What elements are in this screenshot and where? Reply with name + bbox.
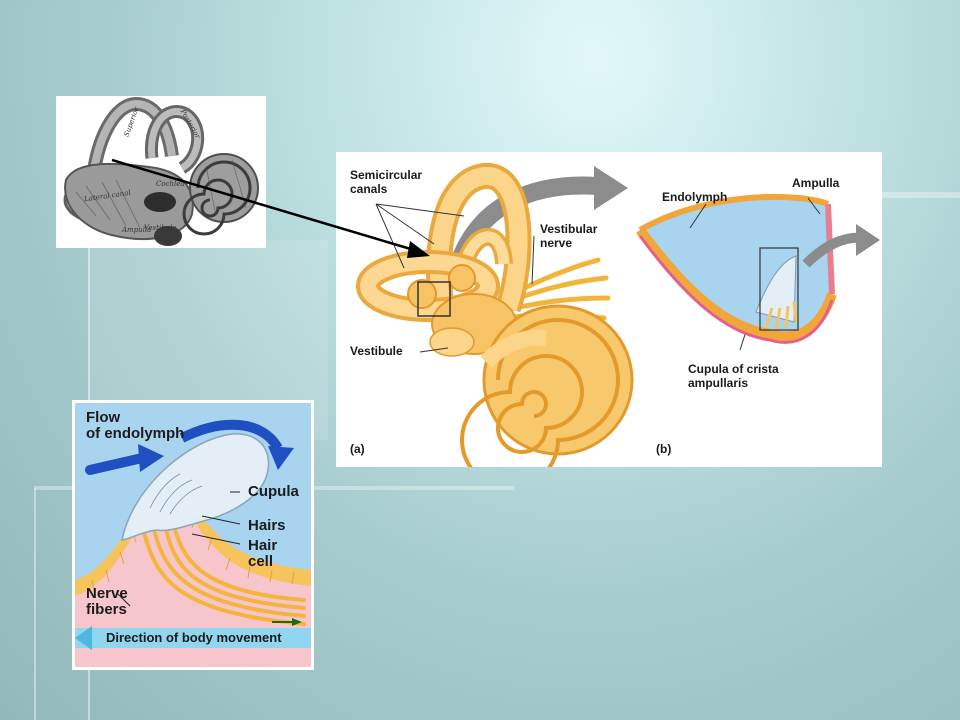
inner-ear-figure: Semicircular canals Vestibular nerve Ves… (336, 152, 882, 467)
bony-label-cochlea: Cochlea (156, 180, 185, 188)
label-endolymph: Endolymph (662, 190, 728, 204)
crista-illustration (72, 400, 314, 670)
bony-label-ampulla: Ampulla (122, 226, 152, 234)
label-cupula: Cupula (248, 483, 299, 500)
label-nerve-fibers: Nerve fibers (86, 585, 128, 618)
crista-ampullaris-figure: Flow of endolymph Cupula Hairs Hair cell… (72, 400, 314, 670)
decorative-horizontal-band (880, 192, 960, 198)
label-direction-of-body-movement: Direction of body movement (106, 630, 282, 645)
label-vestibule: Vestibule (350, 344, 403, 358)
label-cupula-of-crista-ampullaris: Cupula of crista ampullaris (688, 362, 779, 390)
panel-label-b: (b) (656, 442, 672, 456)
label-ampulla: Ampulla (792, 176, 840, 190)
label-flow-of-endolymph: Flow of endolymph (86, 409, 185, 442)
label-vestibular-nerve: Vestibular nerve (540, 222, 598, 250)
label-semicircular-canals: Semicircular canals (350, 168, 423, 196)
label-hair-cell: Hair cell (248, 537, 278, 570)
label-hairs: Hairs (248, 517, 286, 534)
decorative-vertical-line (34, 488, 36, 720)
bony-labyrinth-figure: Superior Posterior Lateral canal Vestibu… (56, 96, 266, 248)
panel-label-a: (a) (350, 442, 365, 456)
inner-ear-illustration (336, 152, 882, 467)
